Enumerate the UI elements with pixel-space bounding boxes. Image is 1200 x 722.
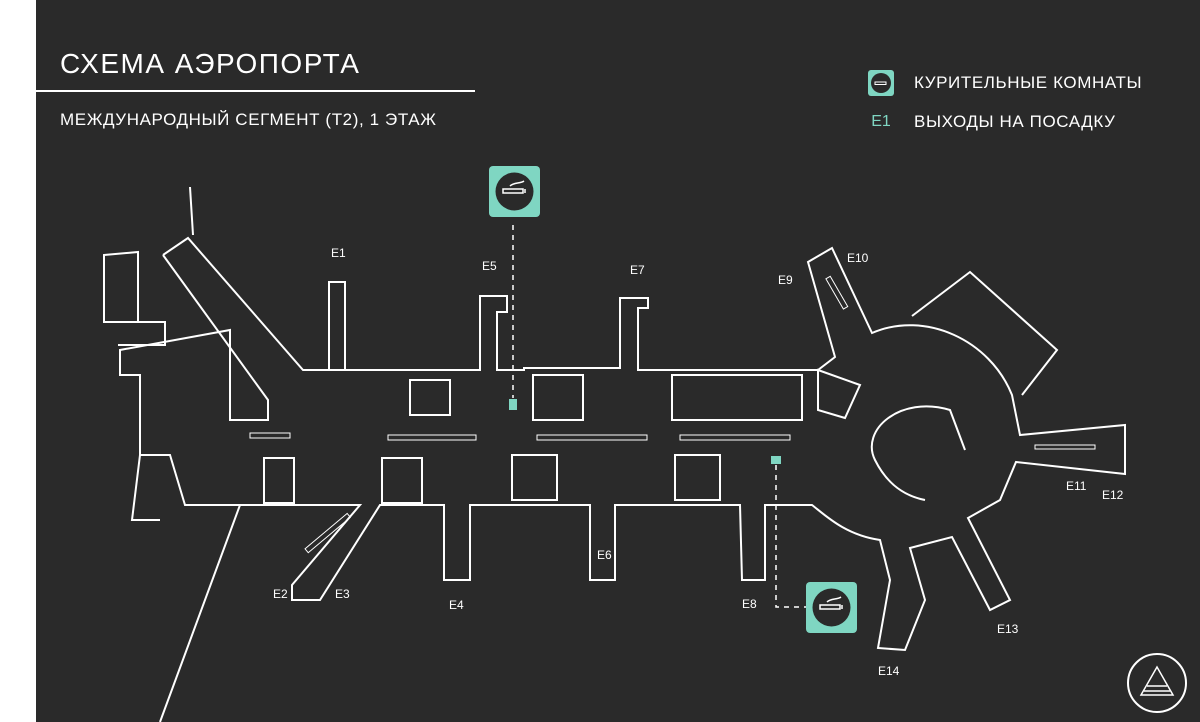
block-7 [263, 457, 295, 504]
gate-label: E9 [778, 273, 793, 287]
legend-smoking: КУРИТЕЛЬНЫЕ КОМНАТЫ [868, 70, 1142, 96]
block-1 [409, 379, 451, 416]
legend-smoking-label: КУРИТЕЛЬНЫЕ КОМНАТЫ [914, 73, 1143, 92]
smoking-room-callout-north[interactable] [489, 166, 540, 217]
legend-gates: E1 ВЫХОДЫ НА ПОСАДКУ [868, 109, 1116, 135]
ne-block [911, 270, 1059, 396]
walkway-7 [1034, 444, 1096, 450]
terminal-map: E1 E2 E3 E4 E5 E6 E7 E8 E9 E10 E11 E12 E… [103, 166, 1187, 722]
gate-label: E6 [597, 548, 612, 562]
map-panel: E1 E2 E3 E4 E5 E6 E7 E8 E9 E10 E11 E12 E… [36, 0, 1200, 722]
cigarette-icon [502, 180, 526, 194]
walkway-2 [536, 434, 648, 441]
gate-labels: E1 E2 E3 E4 E5 E6 E7 E8 E9 E10 E11 E12 E… [273, 246, 1124, 678]
block-3 [671, 374, 803, 421]
terminal-outline [159, 236, 1126, 722]
airport-logo-icon [1127, 653, 1187, 713]
gate-label: E3 [335, 587, 350, 601]
walkway-4 [249, 432, 291, 439]
cigarette-icon [819, 596, 843, 610]
gate-label: E2 [273, 587, 288, 601]
smoking-room-marker-north [509, 399, 517, 410]
gate-label: E11 [1066, 479, 1087, 493]
legend-gates-label: ВЫХОДЫ НА ПОСАДКУ [914, 112, 1116, 131]
block-2 [532, 374, 584, 421]
west-outline [119, 254, 269, 506]
smoking-room-callout-south[interactable] [806, 582, 857, 633]
walkway-3 [679, 434, 791, 441]
page-title: СХЕМА АЭРОПОРТА [60, 48, 361, 79]
title-divider [36, 90, 475, 92]
walkway-5 [304, 512, 352, 554]
gate-label: E10 [847, 251, 869, 265]
gate-label: E4 [449, 598, 464, 612]
block-6 [674, 454, 721, 501]
west-annex [103, 250, 166, 521]
gate-label: E7 [630, 263, 645, 277]
legend-gate-code: E1 [871, 113, 891, 130]
page-subtitle: МЕЖДУНАРОДНЫЙ СЕГМЕНТ (Т2), 1 ЭТАЖ [60, 110, 437, 129]
gate-label: E8 [742, 597, 757, 611]
upper-edge-wall [189, 186, 194, 236]
smoking-room-marker-south [771, 456, 781, 464]
walkway-1 [387, 434, 477, 441]
block-4 [381, 457, 423, 504]
walkway-6 [825, 275, 849, 310]
gate-label: E14 [878, 664, 900, 678]
block-5 [511, 454, 558, 501]
gate-label: E5 [482, 259, 497, 273]
block-8 [817, 368, 862, 420]
gate-legend-code: E1 [868, 109, 894, 135]
smoking-room-legend-icon [868, 70, 894, 96]
leader-south [775, 465, 808, 608]
rotunda-inner [870, 405, 966, 501]
gate-label: E1 [331, 246, 346, 260]
gate-label: E13 [997, 622, 1019, 636]
gate-label: E12 [1102, 488, 1124, 502]
